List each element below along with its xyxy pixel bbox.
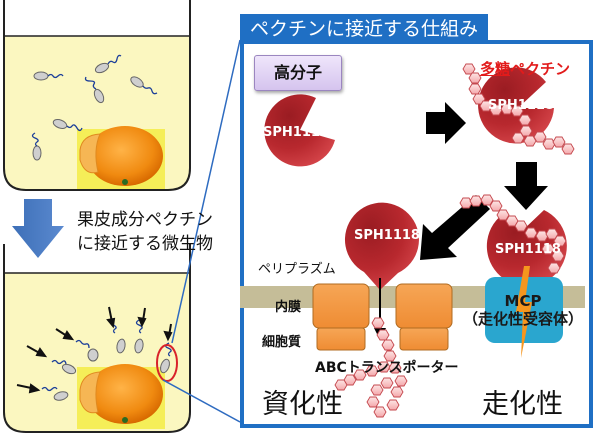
description-line-2: に接近する微生物	[77, 234, 213, 254]
bacteria-bottom	[53, 338, 170, 401]
assimilation-label: 資化性	[262, 389, 343, 420]
cytoplasm-label: 細胞質	[262, 335, 302, 350]
signal-bolt-icon	[516, 266, 532, 358]
polysaccharide-label: 多糖	[480, 60, 511, 78]
mechanism-diagram	[240, 63, 585, 418]
description: 果皮成分ペクチン に接近する微生物	[77, 208, 213, 256]
enzyme-label-4: SPH1118	[495, 242, 561, 257]
beaker-illustrations	[3, 0, 240, 433]
arrow-down-left-icon	[420, 195, 490, 260]
enzyme-label-1: SPH1118	[263, 125, 329, 140]
panel-title: ペクチンに接近する仕組み	[240, 14, 489, 44]
bacteria-top	[32, 62, 144, 161]
enzyme-sph1118-binding	[478, 67, 554, 144]
highlight-circle	[156, 344, 178, 382]
periplasm-label: ペリプラズム	[258, 262, 336, 277]
down-arrow-icon	[12, 199, 64, 258]
enzyme-label-3: SPH1118	[354, 228, 420, 243]
description-line-1: 果皮成分ペクチン	[77, 210, 213, 230]
approach-arrows	[16, 306, 173, 394]
enzyme-sph1118-mcp-bound	[486, 210, 567, 287]
mandarin-orange-bottom	[77, 364, 165, 429]
beaker-bottom	[3, 244, 191, 433]
enzyme-sph1118-free	[264, 94, 335, 167]
high-molecular-label: 高分子	[254, 55, 342, 91]
beaker-top	[3, 0, 191, 191]
mcp-label: MCP	[504, 292, 542, 310]
mcp-text: MCP （走化性受容体）	[463, 292, 583, 328]
chemotaxis-label: 走化性	[482, 389, 563, 420]
polysaccharide-pectin-label: 多糖ペクチン	[480, 58, 570, 79]
arrow-down-icon	[504, 162, 548, 210]
mcp-sublabel: （走化性受容体）	[463, 310, 584, 328]
mandarin-orange-top	[77, 126, 165, 189]
abc-transporter	[312, 283, 453, 351]
enzyme-label-2: SPH1118	[488, 98, 554, 113]
inner-membrane-label: 内膜	[275, 300, 302, 315]
enzyme-sph1118-periplasm	[344, 202, 419, 290]
pectin-label: ペクチン	[510, 60, 571, 78]
arrow-right-icon	[426, 102, 466, 144]
transporter-label: ABCトランスポーター	[315, 360, 459, 376]
